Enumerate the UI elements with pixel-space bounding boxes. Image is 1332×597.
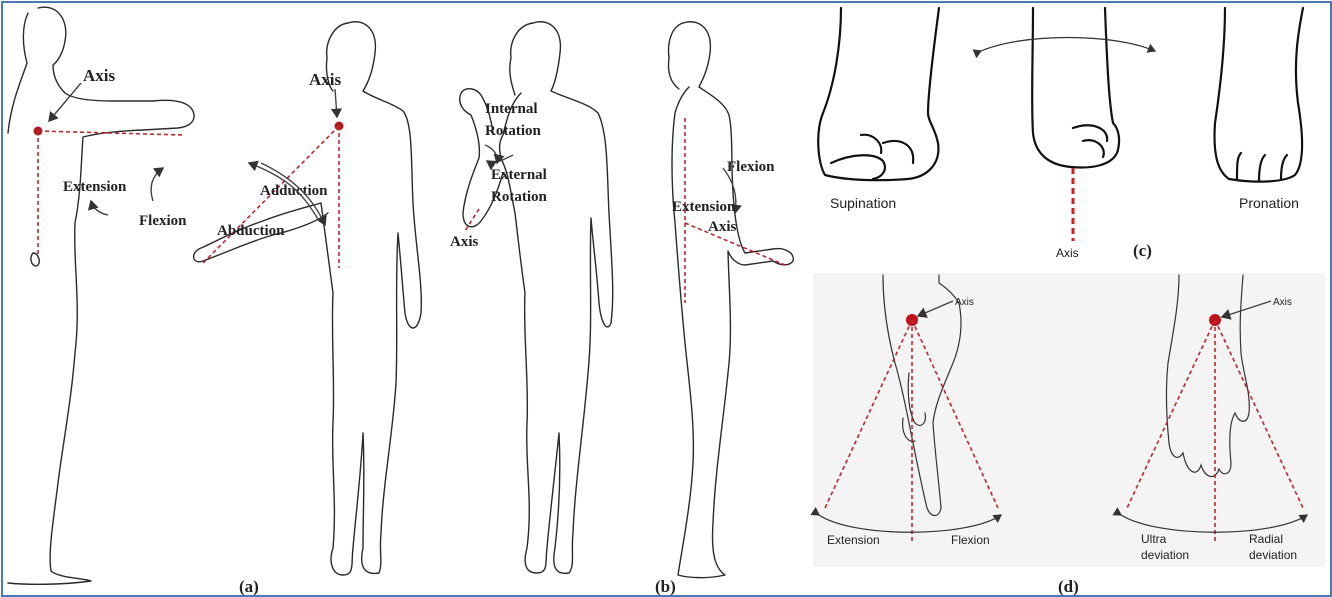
label-ultra-deviation-2: deviation [1141,548,1189,562]
panel-d-background [813,273,1325,567]
panel-d: Axis Extension Flexion Axis Ultra deviat… [813,273,1325,595]
label-external-rotation-2: Rotation [491,189,547,205]
label-flexion-b: Flexion [727,159,775,175]
body-outline-side-1 [8,7,194,584]
label-extension-d: Extension [827,533,880,547]
label-radial-deviation-1: Radial [1249,532,1283,546]
label-pronation: Pronation [1239,195,1299,211]
panel-b: Internal Rotation External Rotation Axis… [450,22,793,595]
label-axis-elbow: Axis [708,219,737,235]
panel-a: Axis Extension Flexion Axis Adduction Ab… [8,7,421,595]
body-outline-side-2 [672,22,793,578]
label-axis-c: Axis [1056,246,1079,260]
label-supination: Supination [830,195,896,211]
panel-c: Supination Axis Pronation (c) [818,8,1303,260]
label-axis-rotation: Axis [450,234,479,250]
caption-b: (b) [655,577,676,595]
label-flexion-a: Flexion [139,213,187,229]
label-axis-d-left: Axis [955,297,974,308]
label-extension-b: Extension [672,199,736,215]
fist-neutral [1032,8,1119,167]
caption-a: (a) [239,577,259,595]
label-axis-a2: Axis [309,70,342,89]
body-outline-front-1 [194,22,422,575]
figure-canvas: Axis Extension Flexion Axis Adduction Ab… [3,3,1330,595]
label-extension-a: Extension [63,179,127,195]
label-radial-deviation-2: deviation [1249,548,1297,562]
label-axis-d-right: Axis [1273,297,1292,308]
rotation-arrow-c [981,38,1155,52]
caption-c: (c) [1133,241,1152,260]
label-abduction: Abduction [217,223,285,239]
label-external-rotation-1: External [491,167,547,183]
label-flexion-d: Flexion [951,533,990,547]
label-internal-rotation-1: Internal [485,101,538,117]
label-adduction: Adduction [260,183,328,199]
label-ultra-deviation-1: Ultra [1141,532,1167,546]
fist-pronation [1215,8,1303,182]
fist-supination [818,8,939,180]
label-axis-a1: Axis [83,66,116,85]
caption-d: (d) [1058,577,1079,595]
label-internal-rotation-2: Rotation [485,123,541,139]
